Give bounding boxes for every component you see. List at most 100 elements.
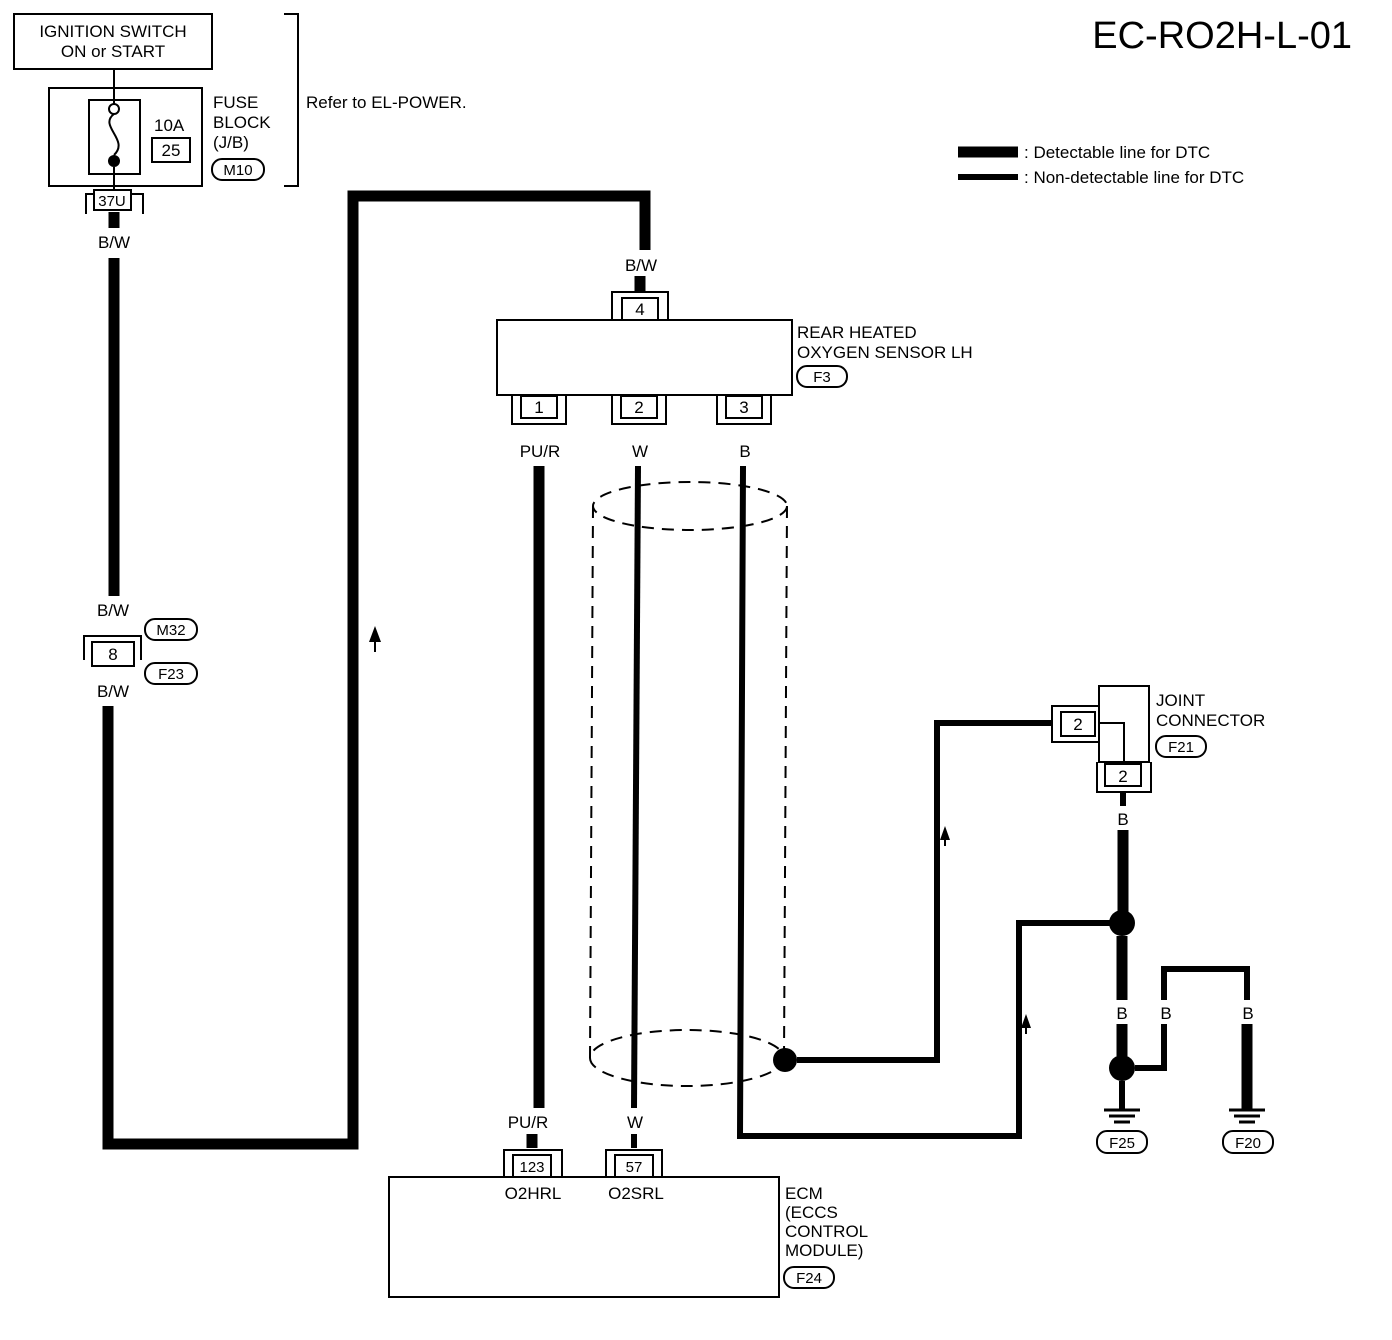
ecm-terminal-name-2: O2SRL [608, 1184, 664, 1203]
b-label-ground-1: B [1116, 1004, 1127, 1023]
b-ground-wire [736, 465, 1122, 1139]
ecm-name-1: ECM [785, 1184, 823, 1203]
ignition-switch: IGNITION SWITCH ON or START [13, 13, 213, 70]
joint-connector-badge [1155, 735, 1207, 758]
ecm-connector-badge [783, 1266, 835, 1289]
diagram-id: EC-RO2H-L-01 [1092, 15, 1352, 57]
refer-text: Refer to EL-POWER. [306, 93, 467, 112]
shield-bottom-ellipse [589, 1029, 785, 1087]
b-label-ground-3: B [1242, 1004, 1253, 1023]
sensor-pin-1: 1 [534, 398, 543, 417]
legend-non-detectable-text: : Non-detectable line for DTC [1024, 168, 1244, 187]
sensor-pin-3: 3 [739, 398, 748, 417]
harness-pin: 8 [108, 645, 117, 664]
joint-bottom-pin-box [1104, 763, 1142, 787]
harness-conn-top-badge [144, 618, 198, 641]
shield-right-edge [783, 505, 788, 1059]
joint-connector-id: F21 [1168, 739, 1194, 756]
b-label-top: B [739, 442, 750, 461]
current-arrow-up-icon [369, 626, 381, 642]
harness-conn-bottom: F23 [158, 666, 184, 683]
sensor-name-1: REAR HEATED [797, 323, 917, 342]
oxygen-sensor: 4 REAR HEATED OXYGEN SENSOR LH F3 1 2 3 … [496, 291, 973, 461]
w-label-top: W [632, 442, 648, 461]
harness-connector-shell [83, 635, 142, 660]
fuse-number: 25 [162, 141, 181, 160]
harness-conn-bottom-badge [144, 662, 198, 685]
current-arrow-up-icon-2 [1021, 1014, 1031, 1028]
ignition-switch-box [13, 13, 213, 70]
sensor-pin-4: 4 [635, 300, 644, 319]
sensor-pin-2: 2 [634, 398, 643, 417]
ecm: 123 57 O2HRL O2SRL ECM (ECCS CONTROL MOD… [388, 1149, 868, 1298]
ground-f25-id: F25 [1109, 1135, 1135, 1152]
sensor-connector: F3 [813, 369, 831, 386]
harness-pin-box [91, 641, 135, 667]
sensor-pin1-shell [511, 395, 567, 425]
ground-f25: F25 [1096, 1081, 1148, 1154]
fuse-connector-id: M10 [223, 162, 252, 179]
ecm-name-4: MODULE) [785, 1241, 863, 1260]
bw-wire-loop [102, 190, 651, 1150]
fuse-rating: 10A [154, 116, 185, 135]
sensor-body [496, 319, 793, 396]
fuse-bottom-terminal [108, 155, 120, 167]
fuse-block-label-1: FUSE [213, 93, 258, 112]
shield-cylinder [589, 481, 788, 1087]
bw-label-f23: B/W [97, 682, 129, 701]
refer-bracket [284, 13, 299, 187]
ecm-pin123-shell [503, 1149, 563, 1176]
legend: : Detectable line for DTC : Non-detectab… [958, 143, 1244, 187]
joint-pin-bottom: 2 [1118, 767, 1127, 786]
bw-label-m32: B/W [97, 601, 129, 620]
joint-name-2: CONNECTOR [1156, 711, 1265, 730]
pur-label-bottom: PU/R [508, 1113, 549, 1132]
ground-splice-upper [1109, 910, 1135, 936]
joint-left-pin-box [1060, 711, 1096, 737]
ignition-label-line1: IGNITION SWITCH [39, 22, 186, 41]
shield-drain-splice [773, 1048, 797, 1072]
terminal-37u-box [93, 189, 132, 211]
current-arrow-up-icon-3 [940, 826, 950, 840]
b-label-ground-2: B [1160, 1004, 1171, 1023]
shield-drain-wire [797, 720, 1053, 1063]
ecm-name-2: (ECCS [785, 1203, 838, 1222]
harness-conn-top: M32 [156, 622, 185, 639]
fuse-connector-badge [211, 158, 265, 181]
fuse-block: 10A 25 FUSE BLOCK (J/B) M10 Refer to EL-… [48, 13, 467, 214]
shield-top-ellipse [592, 481, 788, 531]
ecm-body [388, 1176, 780, 1298]
ground-f20-id: F20 [1235, 1135, 1261, 1152]
fuse-block-label-3: (J/B) [213, 133, 249, 152]
fuse-number-box [151, 137, 191, 163]
terminal-37u-label: 37U [98, 193, 126, 210]
bw-circuit: B/W B/W 8 M32 F23 B/W B/W [83, 190, 657, 1150]
joint-pin-left: 2 [1073, 715, 1082, 734]
sensor-pin3-box [725, 395, 763, 419]
ground-splice-lower [1109, 1055, 1135, 1081]
sensor-pin3-shell [716, 395, 772, 425]
pur-label-top: PU/R [520, 442, 561, 461]
legend-detectable-text: : Detectable line for DTC [1024, 143, 1210, 162]
joint-connector: 2 2 JOINT CONNECTOR F21 [1051, 685, 1265, 793]
sensor-connector-badge [796, 365, 848, 388]
ecm-name-3: CONTROL [785, 1222, 868, 1241]
bw-label-sensor: B/W [625, 256, 657, 275]
ignition-label-line2: ON or START [61, 42, 165, 61]
ground-wire-f20-top [1161, 966, 1250, 1000]
fuse-element-icon [108, 113, 120, 156]
ground-f20: F20 [1222, 1108, 1274, 1154]
ecm-terminal-name-1: O2HRL [505, 1184, 562, 1203]
ecm-pin-123: 123 [519, 1159, 544, 1176]
joint-left-shell [1051, 705, 1099, 743]
sensor-name-2: OXYGEN SENSOR LH [797, 343, 973, 362]
ground-f20-badge [1222, 1130, 1274, 1154]
sensor-pin2-shell [611, 395, 667, 425]
w-label-bottom: W [627, 1113, 643, 1132]
ecm-connector: F24 [796, 1270, 822, 1287]
ecm-pin57-shell [605, 1149, 663, 1176]
ground-wire-f20-link [1135, 1024, 1167, 1071]
fuse-top-terminal [108, 103, 120, 115]
joint-internal-link [1099, 722, 1125, 762]
